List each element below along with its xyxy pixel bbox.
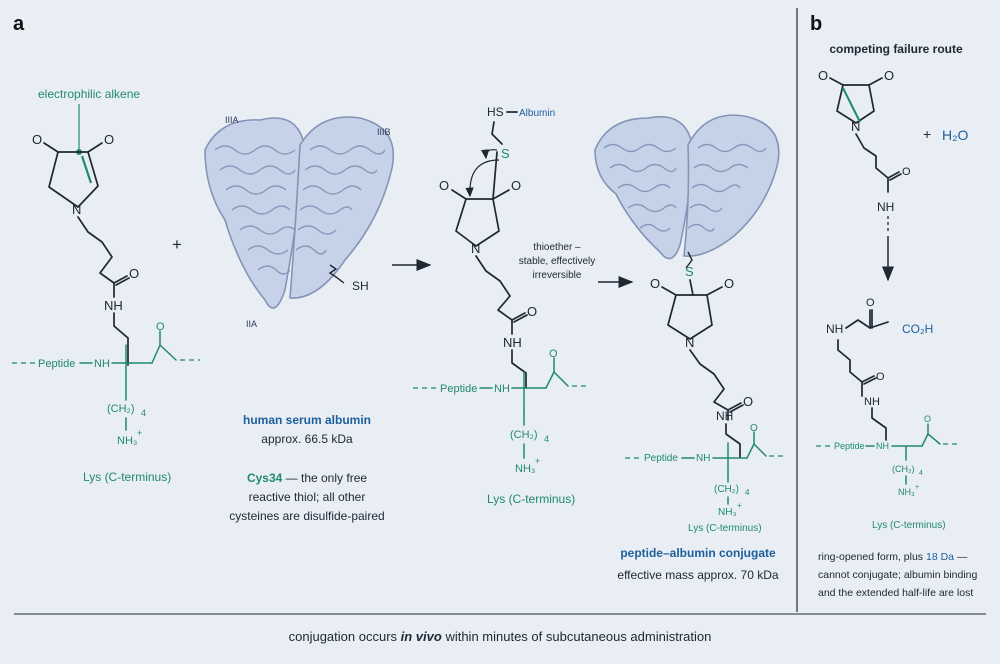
thioether-note: thioether – stable, effectively irrevers… — [519, 242, 596, 281]
plus-sign: + — [923, 126, 931, 142]
atom-nh: NH — [696, 453, 710, 464]
cys-line-2: reactive thiol; all other — [249, 490, 366, 504]
intermediate-structure: HS Albumin S O O N O NH Peptide NH O (CH… — [413, 105, 590, 506]
atom-o: O — [549, 348, 558, 360]
svg-text:+: + — [915, 484, 919, 491]
domain-iiib: IIIB — [377, 127, 391, 137]
svg-text:4: 4 — [141, 408, 146, 418]
svg-text:+: + — [137, 428, 142, 438]
atom-n: N — [851, 119, 860, 134]
atom-nh: NH — [826, 322, 843, 336]
lys-label: Lys (C-terminus) — [487, 492, 575, 506]
failure-note-line-2: cannot conjugate; albumin binding — [818, 569, 978, 581]
atom-s: S — [685, 264, 694, 279]
sh-label: SH — [352, 279, 369, 293]
atom-o: O — [511, 178, 521, 193]
albumin-label: Albumin — [519, 108, 555, 119]
albumin-protein: SH IIIA IIIB IIA — [204, 115, 394, 329]
ch2-label: (CH₂) — [892, 464, 915, 474]
conjugate-caption: peptide–albumin conjugate effective mass… — [617, 546, 779, 582]
plus-sign: + — [172, 235, 182, 254]
ch2-label: (CH₂) — [510, 429, 537, 441]
conj-title: peptide–albumin conjugate — [620, 546, 776, 560]
atom-nh: NH — [716, 409, 733, 423]
nh3-label: NH₃ — [898, 487, 915, 497]
atom-nh: NH — [503, 335, 522, 350]
svg-text:+: + — [535, 456, 540, 466]
domain-iia: IIA — [246, 319, 257, 329]
panel-b: competing failure route O O N O NH + H₂O… — [816, 42, 978, 599]
atom-o: O — [439, 178, 449, 193]
alkene-callout: electrophilic alkene — [38, 87, 140, 101]
ch2-label: (CH₂) — [107, 403, 134, 415]
atom-o: O — [818, 68, 828, 83]
maleimide-peptide-structure: electrophilic alkene O O N O NH Peptide … — [12, 87, 200, 484]
peptide-label: Peptide — [440, 383, 477, 395]
panel-b-title: competing failure route — [829, 42, 963, 56]
atom-nh: NH — [877, 200, 894, 214]
atom-nh: NH — [876, 441, 889, 451]
domain-iiia: IIIA — [225, 115, 239, 125]
atom-o: O — [104, 132, 114, 147]
co2h-label: CO₂H — [902, 322, 933, 336]
atom-o: O — [924, 414, 931, 424]
failure-note-line-3: and the extended half-life are lost — [818, 587, 973, 599]
lys-label: Lys (C-terminus) — [872, 520, 946, 531]
atom-o: O — [724, 276, 734, 291]
atom-o: O — [866, 297, 875, 309]
footer-caption: conjugation occurs in vivo within minute… — [289, 629, 712, 644]
nh3-label: NH₃ — [718, 507, 737, 518]
hsa-title: human serum albumin — [243, 413, 371, 427]
atom-o: O — [750, 423, 758, 434]
thioether-line-2: stable, effectively — [519, 256, 596, 267]
hsa-mass: approx. 66.5 kDa — [261, 432, 353, 446]
atom-o: O — [876, 371, 885, 383]
panel-a-letter: a — [13, 13, 25, 35]
atom-o: O — [527, 304, 537, 319]
atom-nh: NH — [104, 298, 123, 313]
atom-nh: NH — [864, 396, 880, 408]
peptide-label: Peptide — [834, 441, 865, 451]
svg-text:4: 4 — [544, 434, 549, 444]
atom-o: O — [156, 321, 165, 333]
atom-o: O — [650, 276, 660, 291]
cys-line-3: cysteines are disulfide-paired — [229, 509, 384, 523]
atom-n: N — [685, 335, 694, 350]
thioether-line-1: thioether – — [533, 242, 581, 253]
albumin-caption: human serum albumin approx. 66.5 kDa Cys… — [229, 413, 384, 523]
lys-label: Lys (C-terminus) — [83, 470, 171, 484]
atom-o: O — [884, 68, 894, 83]
atom-o: O — [129, 266, 139, 281]
atom-o: O — [32, 132, 42, 147]
nh3-label: NH₃ — [515, 463, 535, 475]
water-label: H₂O — [942, 127, 969, 143]
atom-nh: NH — [94, 358, 110, 370]
hs-label: HS — [487, 105, 504, 119]
failure-note-line-1: ring-opened form, plus 18 Da — — [818, 551, 968, 563]
thioether-line-3: irreversible — [533, 270, 582, 281]
atom-o: O — [902, 166, 911, 178]
svg-text:+: + — [737, 501, 742, 510]
atom-n: N — [72, 202, 81, 217]
nh3-label: NH₃ — [117, 435, 137, 447]
cys-line-1: Cys34 — the only free — [247, 471, 367, 485]
atom-nh: NH — [494, 383, 510, 395]
atom-n: N — [471, 241, 480, 256]
panel-b-letter: b — [810, 13, 822, 35]
atom-o: O — [743, 394, 753, 409]
conj-mass: effective mass approx. 70 kDa — [617, 568, 779, 582]
peptide-label: Peptide — [38, 358, 75, 370]
svg-text:4: 4 — [919, 470, 923, 477]
conjugate-albumin — [594, 114, 780, 269]
lys-label: Lys (C-terminus) — [688, 523, 762, 534]
svg-text:4: 4 — [745, 488, 750, 497]
atom-s: S — [501, 146, 510, 161]
peptide-label: Peptide — [644, 453, 678, 464]
conjugate-structure: S O O N O NH Peptide NH O (CH₂) 4 NH₃ + … — [625, 264, 785, 534]
ch2-label: (CH₂) — [714, 484, 739, 495]
